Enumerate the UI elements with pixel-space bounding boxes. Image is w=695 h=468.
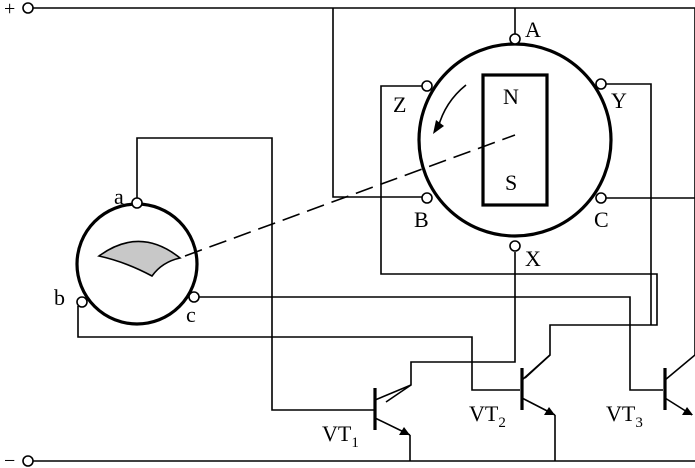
label-C: C bbox=[594, 207, 609, 232]
terminal-a bbox=[131, 197, 143, 209]
terminal-A bbox=[509, 33, 521, 45]
rotor-magnet bbox=[481, 73, 549, 207]
label-vt2: VT2 bbox=[469, 401, 506, 431]
label-Z: Z bbox=[393, 92, 406, 117]
label-vt3: VT3 bbox=[606, 401, 643, 431]
label-vt1: VT1 bbox=[322, 421, 359, 451]
terminal-C bbox=[595, 192, 607, 204]
motor-stator bbox=[417, 42, 613, 238]
terminal-b bbox=[76, 296, 88, 308]
transistor-vt2 bbox=[520, 354, 556, 461]
terminal-Y bbox=[595, 78, 607, 90]
south-pole-label: S bbox=[505, 170, 517, 195]
terminal-B bbox=[421, 192, 433, 204]
terminal-Z bbox=[421, 80, 433, 92]
positive-terminal bbox=[22, 2, 34, 14]
wire-a bbox=[136, 137, 374, 411]
transistor-vt3 bbox=[663, 354, 695, 416]
negative-label: − bbox=[4, 450, 15, 468]
sensor-shield bbox=[97, 240, 182, 278]
coupling-shaft bbox=[184, 134, 516, 257]
label-b: b bbox=[54, 285, 65, 310]
label-A: A bbox=[525, 17, 541, 42]
wire-c bbox=[199, 296, 663, 391]
wire-Z bbox=[380, 85, 658, 379]
wire-Y bbox=[606, 83, 652, 325]
label-c: c bbox=[186, 302, 196, 327]
negative-terminal bbox=[22, 455, 34, 467]
label-B: B bbox=[414, 207, 429, 232]
rotation-arrow bbox=[437, 84, 467, 129]
rotation-arrowhead bbox=[433, 120, 444, 134]
label-Y: Y bbox=[611, 88, 627, 113]
label-X: X bbox=[525, 246, 541, 271]
positive-label: + bbox=[4, 0, 15, 20]
terminal-X bbox=[509, 240, 521, 252]
transistor-vt1 bbox=[373, 384, 412, 461]
wire-b bbox=[77, 306, 520, 391]
label-a: a bbox=[114, 184, 124, 209]
wire-X bbox=[385, 252, 516, 403]
north-pole-label: N bbox=[503, 84, 519, 109]
wire-B bbox=[332, 8, 422, 198]
terminal-c bbox=[188, 291, 200, 303]
